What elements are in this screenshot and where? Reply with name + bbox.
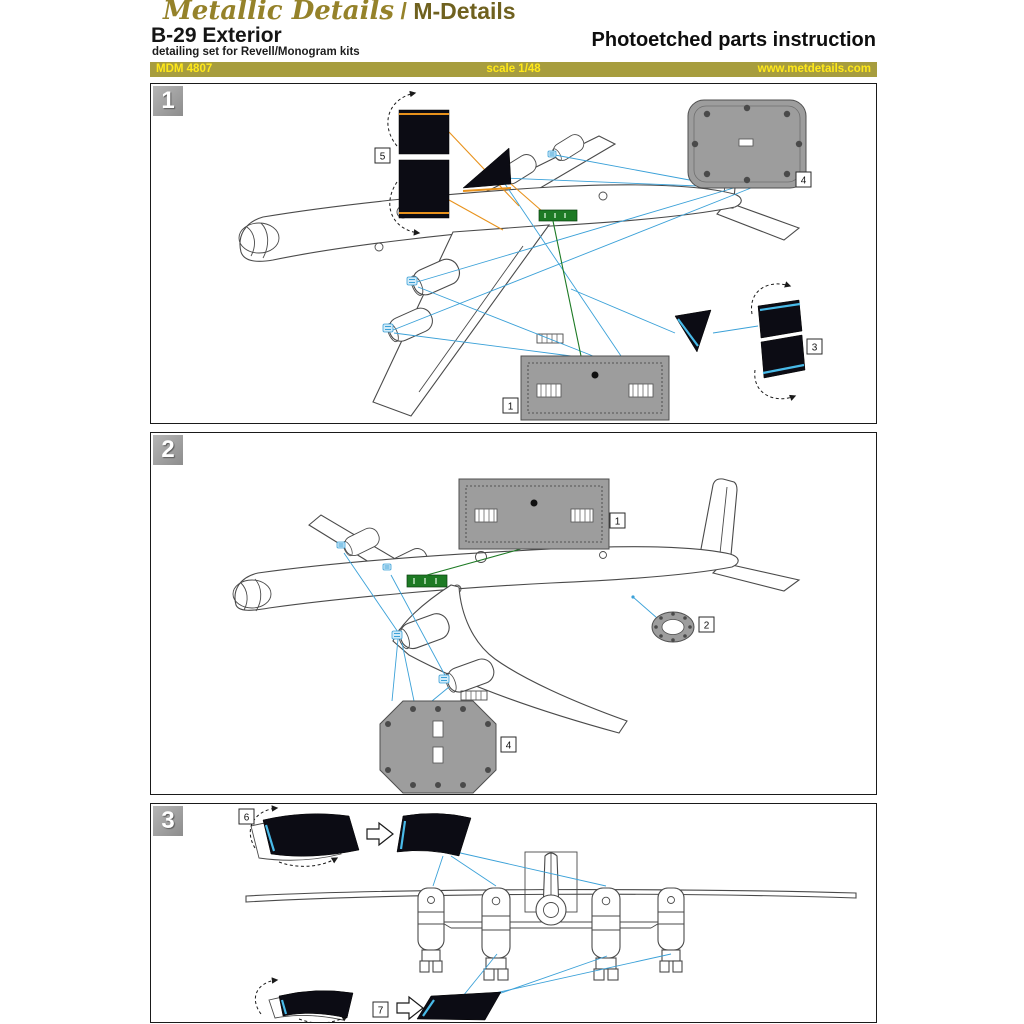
brand-script-logo: Metallic Details	[163, 0, 395, 26]
product-code: MDM 4807	[156, 63, 213, 75]
callout-1: 1	[502, 397, 519, 414]
pe-part-7	[255, 977, 502, 1022]
brand: Metallic Details / M-Details	[163, 0, 516, 26]
pe-part-triangle	[674, 309, 712, 353]
pe-part-2-ring	[651, 611, 695, 643]
pe-part-5	[387, 90, 450, 236]
step-2-diagram: 1 2 4	[232, 478, 801, 794]
pe-part-4-plate	[687, 99, 807, 189]
step-3-diagram: 6 7	[238, 805, 857, 1022]
pe-markers-step2	[336, 541, 450, 684]
step-1-diagram: 5 4 3 1	[238, 90, 823, 421]
callout-4: 4	[795, 171, 812, 188]
callout-5-label: 5	[380, 152, 386, 163]
callout-2: 2	[698, 616, 715, 633]
step-1-number: 1	[153, 86, 183, 116]
roll-arrow-icon	[387, 90, 417, 147]
step-3-number: 3	[153, 806, 183, 836]
roll-arrow-icon	[278, 857, 339, 867]
pe-part-green-step1	[538, 209, 582, 357]
callout-1-label: 1	[615, 517, 621, 528]
bend-arrow-icon	[396, 995, 424, 1021]
callout-4-label: 4	[506, 741, 512, 752]
brand-name: M-Details	[413, 0, 516, 24]
callout-7-label: 7	[378, 1006, 384, 1017]
callout-3-label: 3	[812, 343, 818, 354]
aircraft-front-view	[245, 851, 857, 981]
connector-lines-step2	[343, 552, 658, 702]
pe-part-pennant	[462, 147, 512, 192]
callout-1: 1	[609, 512, 626, 529]
bend-arrow-icon	[366, 821, 394, 847]
callout-6: 6	[238, 808, 255, 825]
step-1-panel: 1	[150, 83, 877, 424]
info-bar: MDM 4807 scale 1/48 www.metdetails.com	[150, 62, 877, 77]
website-text: www.metdetails.com	[757, 63, 871, 75]
pe-part-3	[751, 281, 806, 401]
callout-4: 4	[500, 736, 517, 753]
pe-part-1-plate	[520, 355, 670, 421]
pe-part-6	[249, 805, 472, 867]
connector-lines-step1	[392, 131, 759, 357]
callout-6-label: 6	[244, 813, 250, 824]
instruction-title: Photoetched parts instruction	[591, 29, 876, 51]
callout-2-label: 2	[704, 621, 710, 632]
roll-arrow-icon	[298, 1015, 349, 1022]
pe-part-4-octagon	[379, 700, 497, 794]
callout-3: 3	[806, 338, 823, 355]
pe-part-1-plate-step2	[458, 478, 610, 550]
page-subtitle: detailing set for Revell/Monogram kits	[152, 46, 360, 58]
callout-4-label: 4	[801, 176, 807, 187]
pe-part-green-step2	[406, 548, 522, 588]
roll-arrow-icon	[255, 977, 279, 1015]
roll-arrow-icon	[754, 369, 797, 401]
roll-arrow-icon	[389, 181, 421, 236]
step-2-number: 2	[153, 435, 183, 465]
callout-5: 5	[374, 147, 391, 164]
callout-7: 7	[372, 1001, 389, 1018]
scale-label: scale 1/48	[486, 63, 541, 75]
page-title: B-29 Exterior	[151, 24, 282, 47]
step-2-panel: 2	[150, 432, 877, 795]
step-3-panel: 3	[150, 803, 877, 1023]
callout-1-label: 1	[508, 402, 514, 413]
roll-arrow-icon	[751, 281, 792, 315]
connector-lines-step3	[432, 851, 672, 999]
brand-separator: /	[400, 0, 407, 24]
